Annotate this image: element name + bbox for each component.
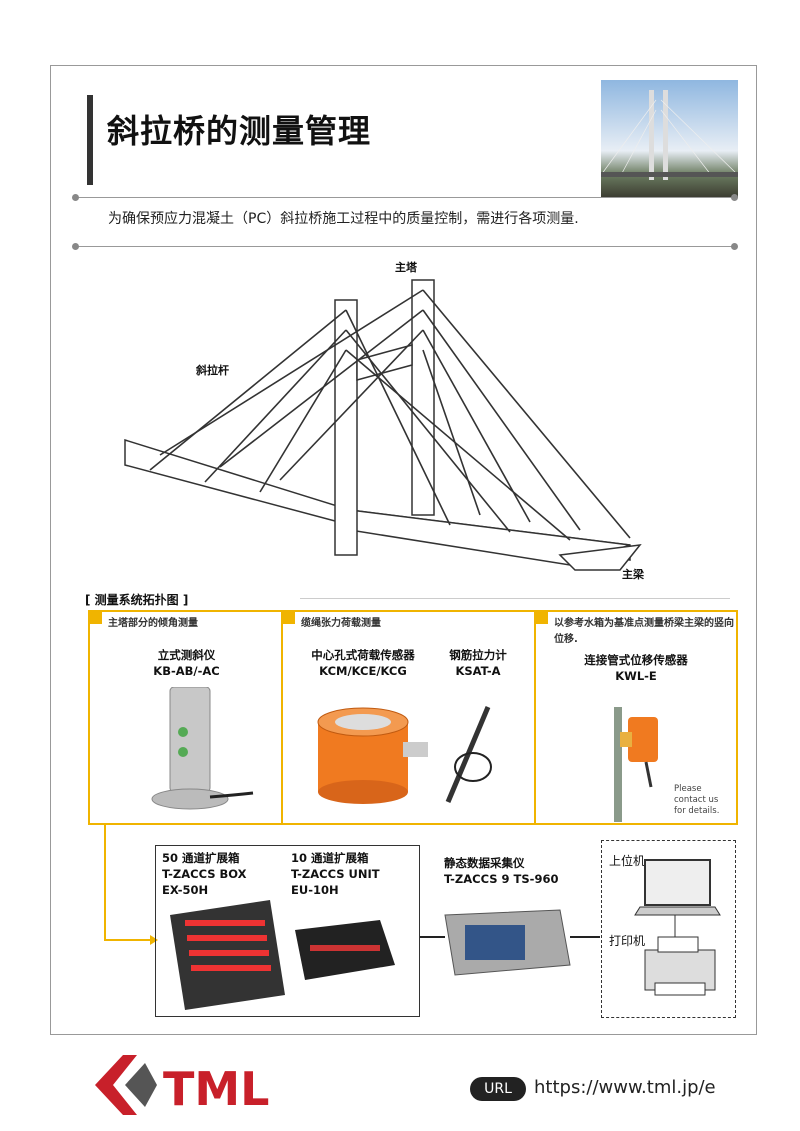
tml-logo: TML	[95, 1055, 269, 1115]
inclinometer-image	[151, 687, 254, 810]
product-name: 中心孔式荷载传感器	[311, 648, 415, 662]
svg-text:TML: TML	[163, 1062, 269, 1115]
device-label: EU-10H	[291, 883, 339, 897]
column-heading: 缆绳张力荷载测量	[301, 618, 381, 629]
page-title: 斜拉桥的测量管理	[107, 112, 372, 150]
printer-label: 打印机	[609, 934, 646, 948]
expansion-box-group	[155, 845, 420, 1017]
device-ex50h: 50 通道扩展箱 T-ZACCS BOX EX-50H	[162, 850, 247, 898]
device-label: T-ZACCS 9 TS-960	[444, 872, 559, 886]
displacement-sensor-image	[614, 707, 658, 822]
load-cell-image	[317, 706, 492, 804]
bridge-diagram	[124, 279, 642, 571]
product-name: 钢筋拉力计	[449, 648, 507, 662]
product-model: KSAT-A	[455, 664, 501, 678]
device-label: 10 通道扩展箱	[291, 851, 369, 865]
cable-label: 斜拉杆	[196, 364, 229, 377]
tower-label: 主塔	[395, 261, 417, 274]
tilt-column: 主塔部分的倾角测量 立式测斜仪 KB-AB/-AC	[90, 612, 283, 823]
page-frame	[50, 65, 757, 1035]
tension-column: 缆绳张力荷载测量 中心孔式荷载传感器 KCM/KCE/KCG 钢筋拉力计 KSAT-…	[283, 612, 536, 823]
divider-dot	[72, 194, 79, 201]
device-label: T-ZACCS BOX	[162, 867, 247, 881]
column-tag	[90, 612, 102, 624]
column-heading: 以参考水箱为基准点测量桥梁主梁的竖向位移.	[554, 618, 734, 645]
product-model: KB-AB/-AC	[153, 664, 220, 678]
product-name: 立式测斜仪	[157, 648, 216, 662]
product-model: KWL-E	[615, 669, 657, 683]
divider	[75, 246, 735, 247]
column-heading: 主塔部分的倾角测量	[108, 618, 198, 629]
column-tag	[283, 612, 295, 624]
divider-dot	[72, 243, 79, 250]
device-label: T-ZACCS UNIT	[291, 867, 380, 881]
device-eu10h: 10 通道扩展箱 T-ZACCS UNIT EU-10H	[291, 850, 380, 898]
device-label: 50 通道扩展箱	[162, 851, 240, 865]
displacement-column: 以参考水箱为基准点测量桥梁主梁的竖向位移. 连接管式位移传感器 KWL-E Ple…	[536, 612, 736, 823]
device-label: EX-50H	[162, 883, 209, 897]
device-label: 静态数据采集仪	[444, 856, 525, 870]
bridge-photo	[601, 80, 738, 198]
topology-title: [ 测量系统拓扑图 ]	[85, 593, 189, 607]
pc-printer-illustration	[634, 859, 721, 996]
product-name: 连接管式位移传感器	[584, 653, 688, 667]
device-ts960: 静态数据采集仪 T-ZACCS 9 TS-960	[444, 855, 558, 887]
pc-printer-group	[601, 840, 736, 1018]
subtitle: 为确保预应力混凝土（PC）斜拉桥施工过程中的质量控制，需进行各项测量.	[108, 211, 579, 227]
divider-dot	[731, 194, 738, 201]
contact-note: Please contact us for details.	[674, 784, 720, 816]
column-tag	[536, 612, 548, 624]
divider-dot	[731, 243, 738, 250]
connection-arrow	[104, 825, 158, 945]
girder-label: 主梁	[622, 568, 644, 581]
product-model: KCM/KCE/KCG	[319, 664, 407, 678]
url-badge: URL	[470, 1077, 526, 1101]
divider	[75, 197, 735, 198]
pc-label: 上位机	[609, 854, 646, 868]
title-accent-bar	[87, 95, 93, 185]
devices-illustration	[170, 900, 600, 1010]
divider	[300, 598, 730, 599]
sensor-panel: 主塔部分的倾角测量 立式测斜仪 KB-AB/-AC 缆绳张力荷载测量 中心孔式荷载…	[88, 610, 738, 825]
website-link[interactable]: https://www.tml.jp/e	[534, 1077, 716, 1098]
